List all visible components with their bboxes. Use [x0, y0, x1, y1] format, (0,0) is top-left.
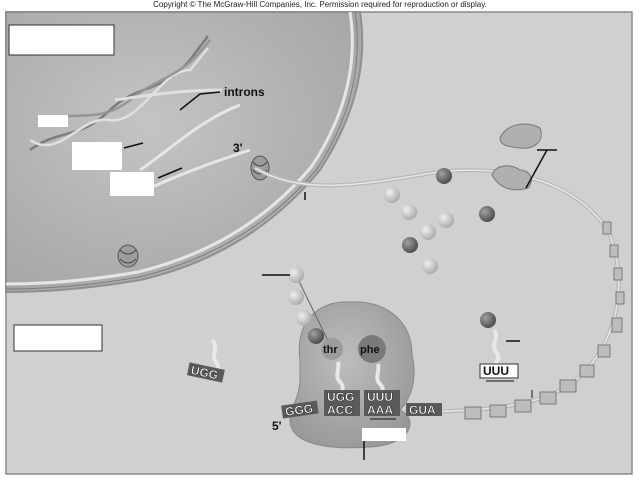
phe-amino-acid — [358, 335, 386, 363]
nucleus — [5, 11, 364, 294]
thr-amino-acid — [321, 338, 343, 360]
free-trna: UGG — [186, 338, 225, 383]
ribosome-subunits-free — [491, 123, 542, 191]
mrna-codon-segments — [464, 221, 625, 420]
blank-label-box-small-3 — [38, 115, 68, 127]
free-trna-anticodon: UGG — [190, 363, 220, 382]
nuclear-pore — [117, 244, 139, 268]
nuclear-pore — [250, 155, 270, 181]
five-prime-label: 5' — [272, 419, 282, 433]
blank-label-box-small-1 — [72, 142, 122, 170]
p-site-codon: ACC — [327, 403, 353, 417]
three-prime-label: 3' — [233, 141, 243, 155]
pre-mrna — [114, 88, 223, 102]
blank-label-box-small-2 — [110, 172, 154, 196]
copyright-notice: Copyright © The McGraw-Hill Companies, I… — [153, 0, 487, 9]
phe-label: phe — [360, 344, 380, 356]
free-amino-acids — [384, 168, 495, 274]
introns-label: introns — [224, 85, 265, 99]
right-codon: GUA — [409, 403, 436, 417]
polypeptide-chain — [288, 267, 331, 346]
thr-label: thr — [323, 344, 338, 356]
left-codon: GGG — [284, 401, 314, 419]
incoming-trna: UUU — [479, 312, 519, 382]
a-site-codon: AAA — [367, 403, 393, 417]
blank-label-box-cytoplasm — [13, 324, 103, 352]
introns-leader-a — [199, 91, 221, 95]
mature-mrna-nucleus — [149, 148, 251, 190]
nuclear-envelope — [5, 11, 354, 286]
incoming-trna-anticodon: UUU — [483, 364, 509, 378]
p-site-anticodon: UGG — [327, 390, 354, 404]
a-site-anticodon: UUU — [367, 390, 393, 404]
introns-leader-b — [179, 93, 201, 111]
blank-label-box-ribosome — [362, 428, 406, 441]
blank-label-box-nucleus — [8, 24, 115, 56]
